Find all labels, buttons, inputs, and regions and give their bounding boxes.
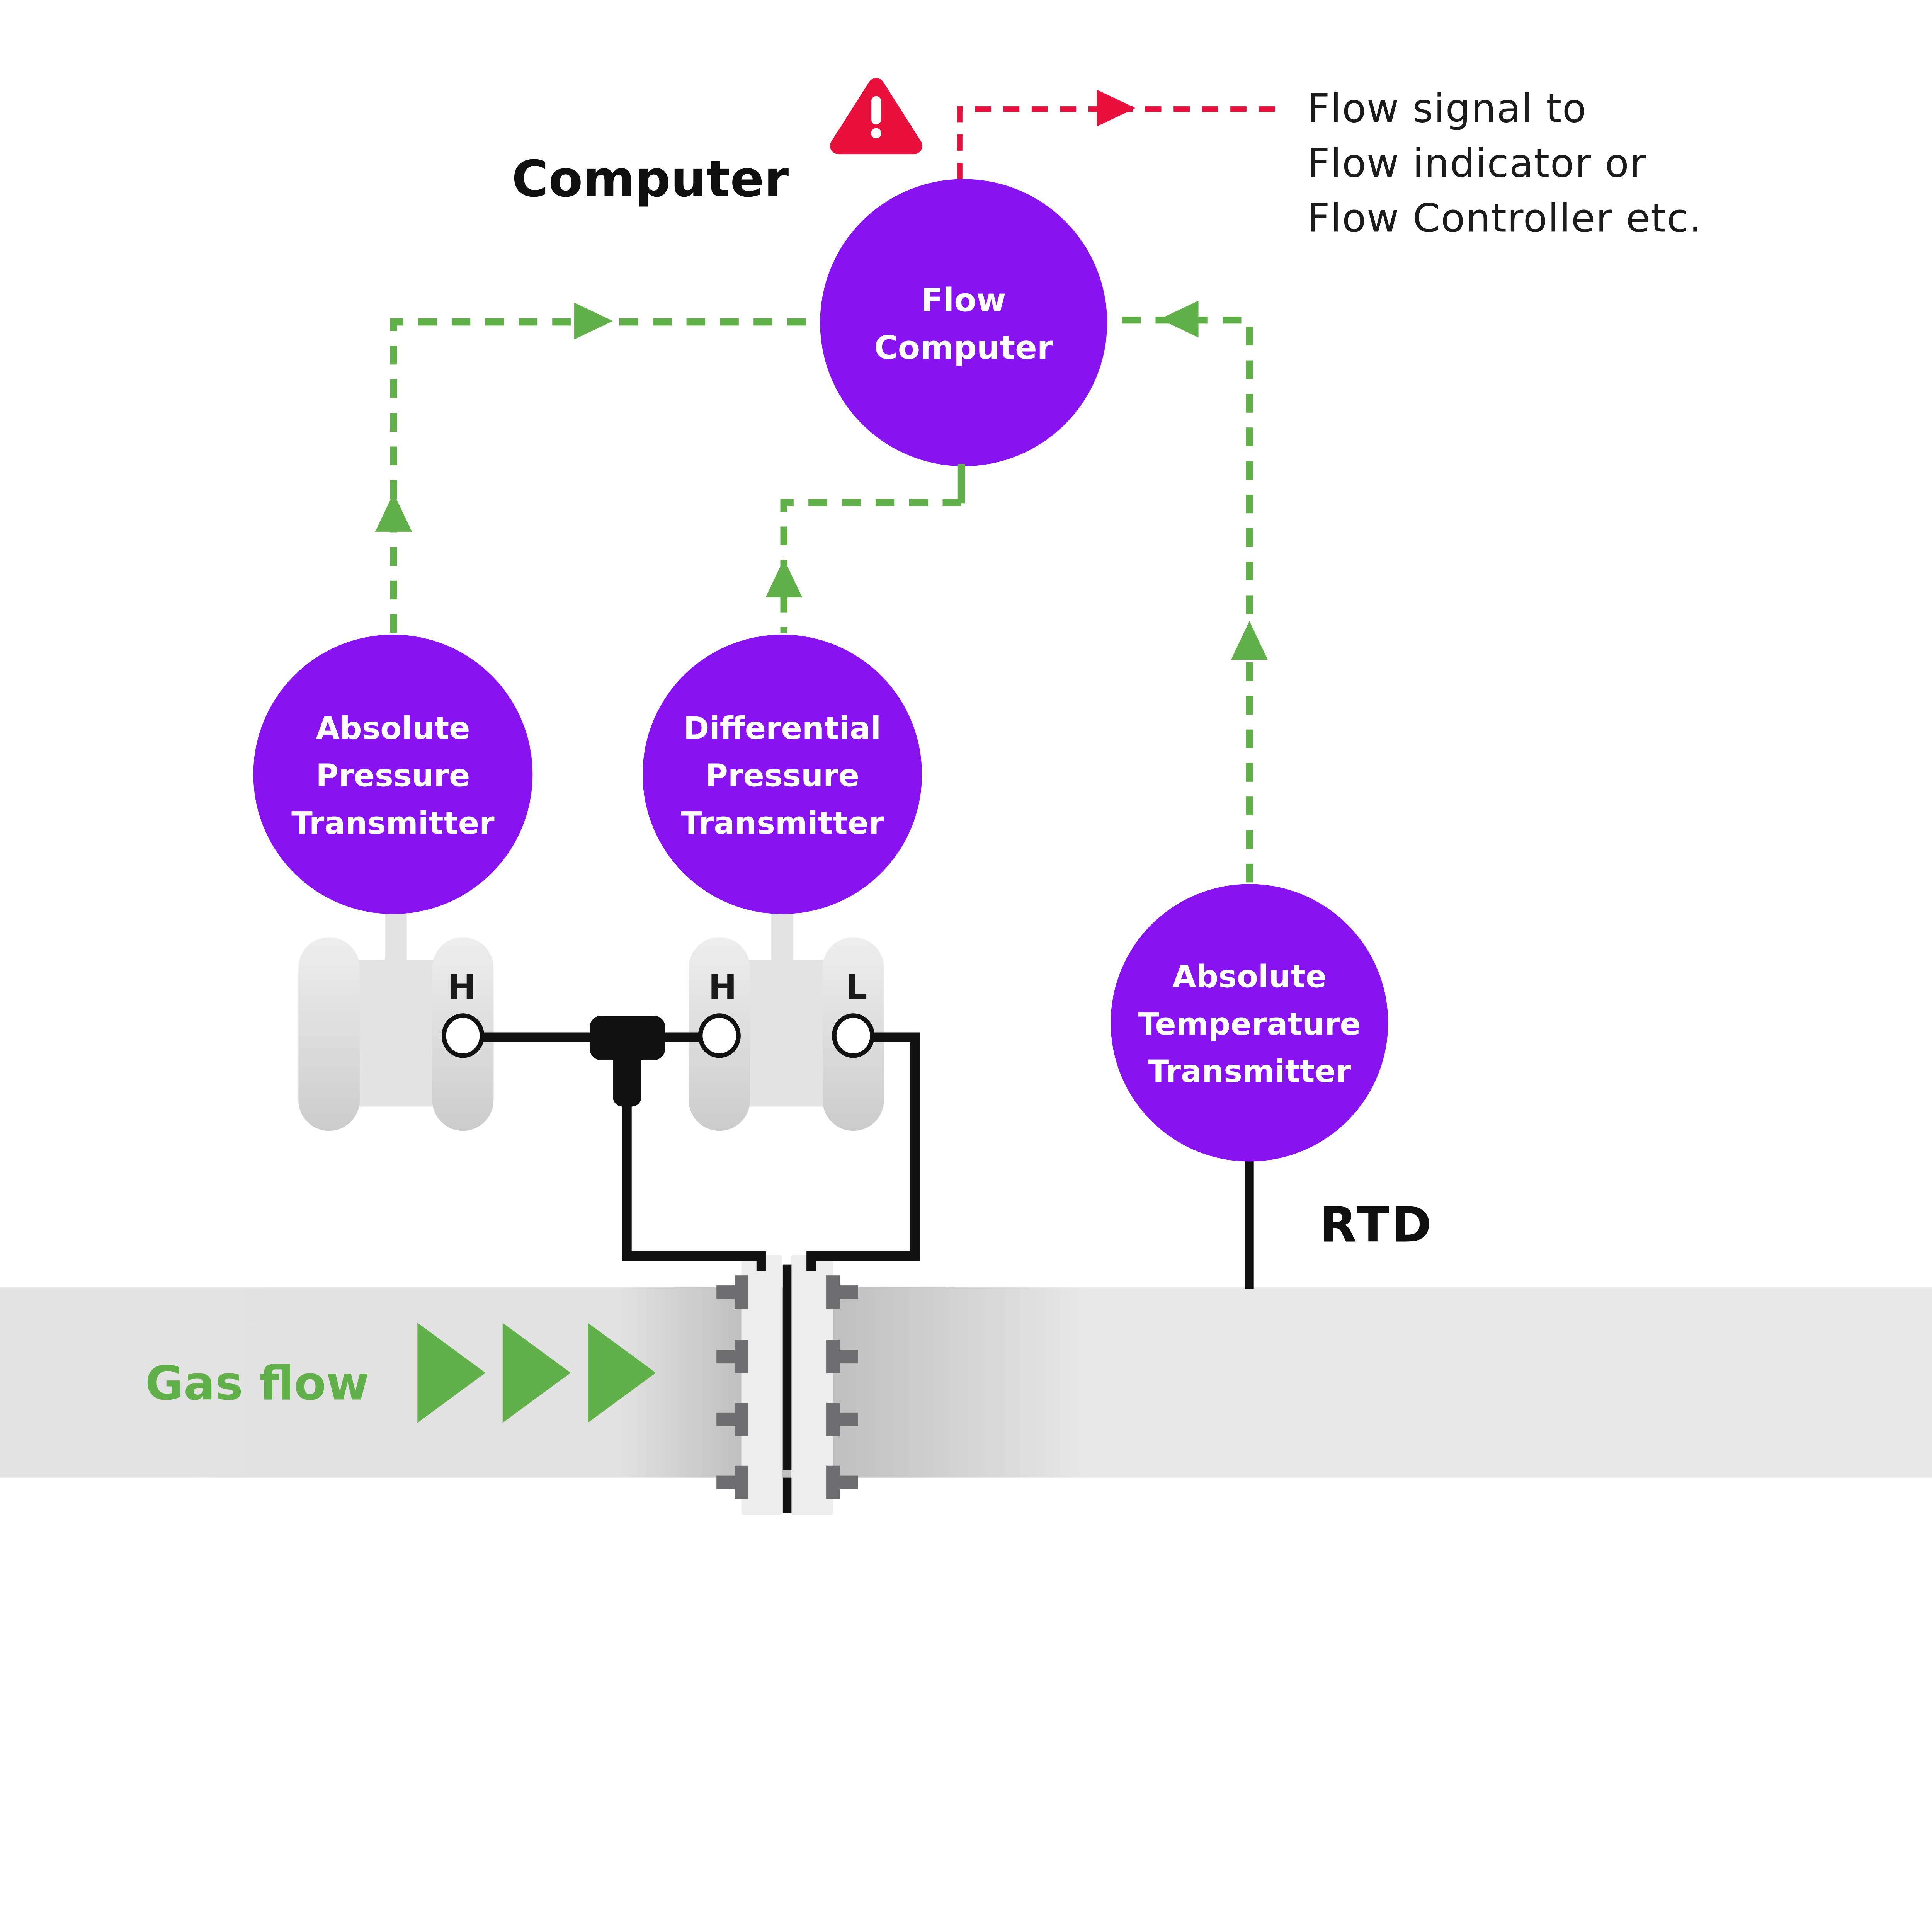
ap-manifold-capsule-left: [298, 937, 360, 1131]
gas-flow-label: Gas flow: [145, 1356, 369, 1411]
gas-flow-arrow-icon: [588, 1322, 656, 1423]
flow-signal-arrowhead-icon: [1097, 90, 1136, 127]
ap-text: Pressure: [316, 758, 470, 794]
at-text: Transmitter: [1148, 1053, 1351, 1089]
flow-signal-output-path: [957, 106, 1284, 179]
dp-low-port-label: L: [846, 967, 867, 1007]
dp-high-port-label: H: [708, 967, 736, 1007]
gas-flow-arrow-icon: [502, 1322, 571, 1423]
signal-path-at-to-computer: [1108, 316, 1253, 883]
signal-arrowhead-up-icon: [765, 558, 803, 598]
signal-path-ap-to-computer: [390, 318, 819, 633]
dp-text: Pressure: [705, 758, 859, 794]
gas-pipe: [0, 1287, 1932, 1478]
at-text: Temperature: [1138, 1006, 1361, 1042]
flange-bolts: [716, 1275, 858, 1499]
flow-computer-text: Computer: [874, 329, 1053, 366]
ap-text: Transmitter: [291, 805, 495, 841]
signal-path-dp-to-computer: [780, 499, 961, 633]
impulse-line-tee-to-upstream-flange: [622, 1103, 766, 1271]
dp-high-port: [698, 1013, 741, 1058]
flow-signal-note: Flow Controller etc.: [1307, 195, 1702, 241]
dp-text: Differential: [684, 710, 881, 746]
computer-label: Computer: [512, 150, 789, 208]
ap-high-port: [441, 1013, 485, 1058]
signal-arrowhead-right-icon: [574, 303, 613, 340]
signal-arrowhead-up-icon: [1231, 621, 1268, 660]
rtd-label: RTD: [1320, 1197, 1434, 1253]
at-text: Absolute: [1172, 959, 1327, 995]
ap-high-port-label: H: [448, 967, 476, 1007]
dp-manifold-stem: [771, 910, 793, 963]
impulse-line-dp-low-to-downstream-flange: [806, 1032, 920, 1271]
diagram-canvas: Gas flow H H L: [0, 78, 1932, 1515]
warning-triangle-icon: [830, 78, 922, 155]
flow-signal-note: Flow indicator or: [1307, 141, 1646, 187]
orifice-flange-downstream: [791, 1255, 833, 1515]
signal-arrowhead-left-icon: [1160, 301, 1199, 338]
absolute-pressure-transmitter-node: [253, 635, 533, 914]
ap-text: Absolute: [316, 710, 470, 746]
orifice-flange-upstream: [741, 1255, 782, 1515]
flow-computer-text: Flow: [921, 282, 1006, 319]
flow-signal-note: Flow signal to: [1307, 86, 1587, 132]
signal-arrowhead-up-icon: [375, 493, 412, 532]
gas-flow-measurement-diagram: Gas flow H H L: [0, 78, 1932, 1515]
dp-text: Transmitter: [681, 805, 884, 841]
dp-low-port: [832, 1013, 875, 1058]
absolute-temperature-transmitter-node: [1111, 884, 1388, 1162]
gas-flow-arrow-icon: [417, 1322, 486, 1423]
ap-transmitter-manifold: [298, 910, 494, 1131]
flow-computer-node: [820, 179, 1107, 466]
differential-pressure-transmitter-node: [643, 635, 922, 914]
ap-manifold-stem: [384, 910, 407, 963]
tee-fitting: [590, 1016, 665, 1107]
